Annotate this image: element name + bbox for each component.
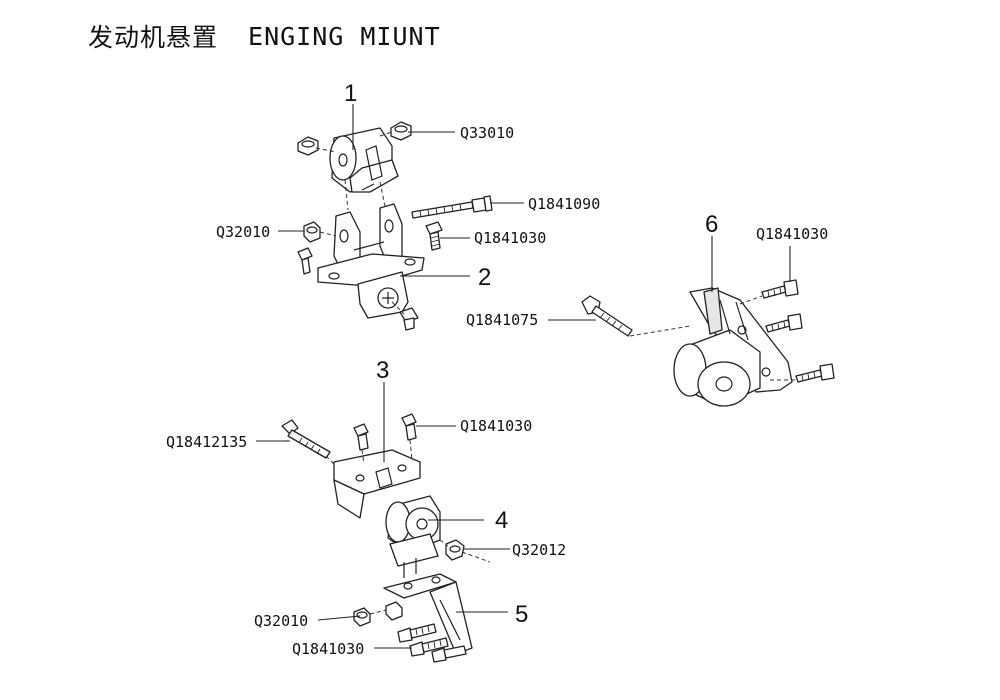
nut-q32012 bbox=[445, 539, 465, 561]
title-chinese: 发动机悬置 bbox=[88, 23, 219, 52]
bolt-q1841030-mid bbox=[401, 413, 417, 441]
bolt-left-small bbox=[297, 247, 313, 275]
engine-mount-bracket-2 bbox=[317, 203, 425, 319]
part-number-q32010-top: Q32010 bbox=[216, 223, 270, 241]
part-number-q33010: Q33010 bbox=[460, 124, 514, 142]
bolt-bracket3-a bbox=[353, 423, 369, 451]
callout-3: 3 bbox=[376, 357, 389, 384]
engine-mount-6 bbox=[673, 287, 793, 407]
nut-q33010-right bbox=[390, 121, 412, 141]
title-english: ENGING MIUNT bbox=[248, 21, 441, 51]
bolt-right-b bbox=[765, 313, 803, 333]
part-number-q32010-bottom: Q32010 bbox=[254, 612, 308, 630]
engine-mount-bracket-3 bbox=[333, 449, 421, 519]
callout-1: 1 bbox=[344, 80, 357, 107]
part-number-q32012: Q32012 bbox=[512, 541, 566, 559]
leader-lines bbox=[256, 104, 791, 649]
engine-mount-cushion-1 bbox=[329, 127, 399, 193]
part-number-q1841075: Q1841075 bbox=[466, 311, 538, 329]
page-title: 发动机悬置 ENGING MIUNT bbox=[88, 16, 441, 56]
part-number-q1841090: Q1841090 bbox=[528, 195, 600, 213]
part-number-q18412135: Q18412135 bbox=[166, 433, 247, 451]
part-number-q1841030-mid: Q1841030 bbox=[460, 417, 532, 435]
callout-5: 5 bbox=[515, 601, 528, 628]
callout-2: 2 bbox=[478, 264, 491, 291]
bolt-bracket-bottom bbox=[399, 307, 419, 331]
bolt-q1841075 bbox=[581, 295, 633, 337]
engine-mount-bracket-5 bbox=[383, 573, 473, 655]
part-number-q1841030-bottom: Q1841030 bbox=[292, 640, 364, 658]
nut-q32010-top bbox=[303, 221, 321, 243]
bolt-q1841030-top bbox=[425, 221, 443, 251]
engine-mount-cushion-4 bbox=[385, 495, 441, 578]
part-number-q1841030-top: Q1841030 bbox=[474, 229, 546, 247]
nut-q33010-left bbox=[297, 136, 319, 156]
bolt-right-c bbox=[795, 363, 835, 383]
bolt-q1841090 bbox=[411, 195, 493, 219]
callout-6: 6 bbox=[705, 211, 718, 238]
bolt-q1841030-bottom bbox=[409, 637, 449, 657]
nut-q32010-bottom bbox=[353, 601, 403, 627]
bolt-bracket5-a bbox=[397, 623, 437, 643]
part-number-q1841030-right: Q1841030 bbox=[756, 225, 828, 243]
bolt-q18412135 bbox=[281, 419, 331, 459]
callout-4: 4 bbox=[495, 507, 508, 534]
bolt-q1841030-right-a bbox=[761, 279, 799, 299]
bolt-bracket5-c bbox=[431, 645, 467, 663]
